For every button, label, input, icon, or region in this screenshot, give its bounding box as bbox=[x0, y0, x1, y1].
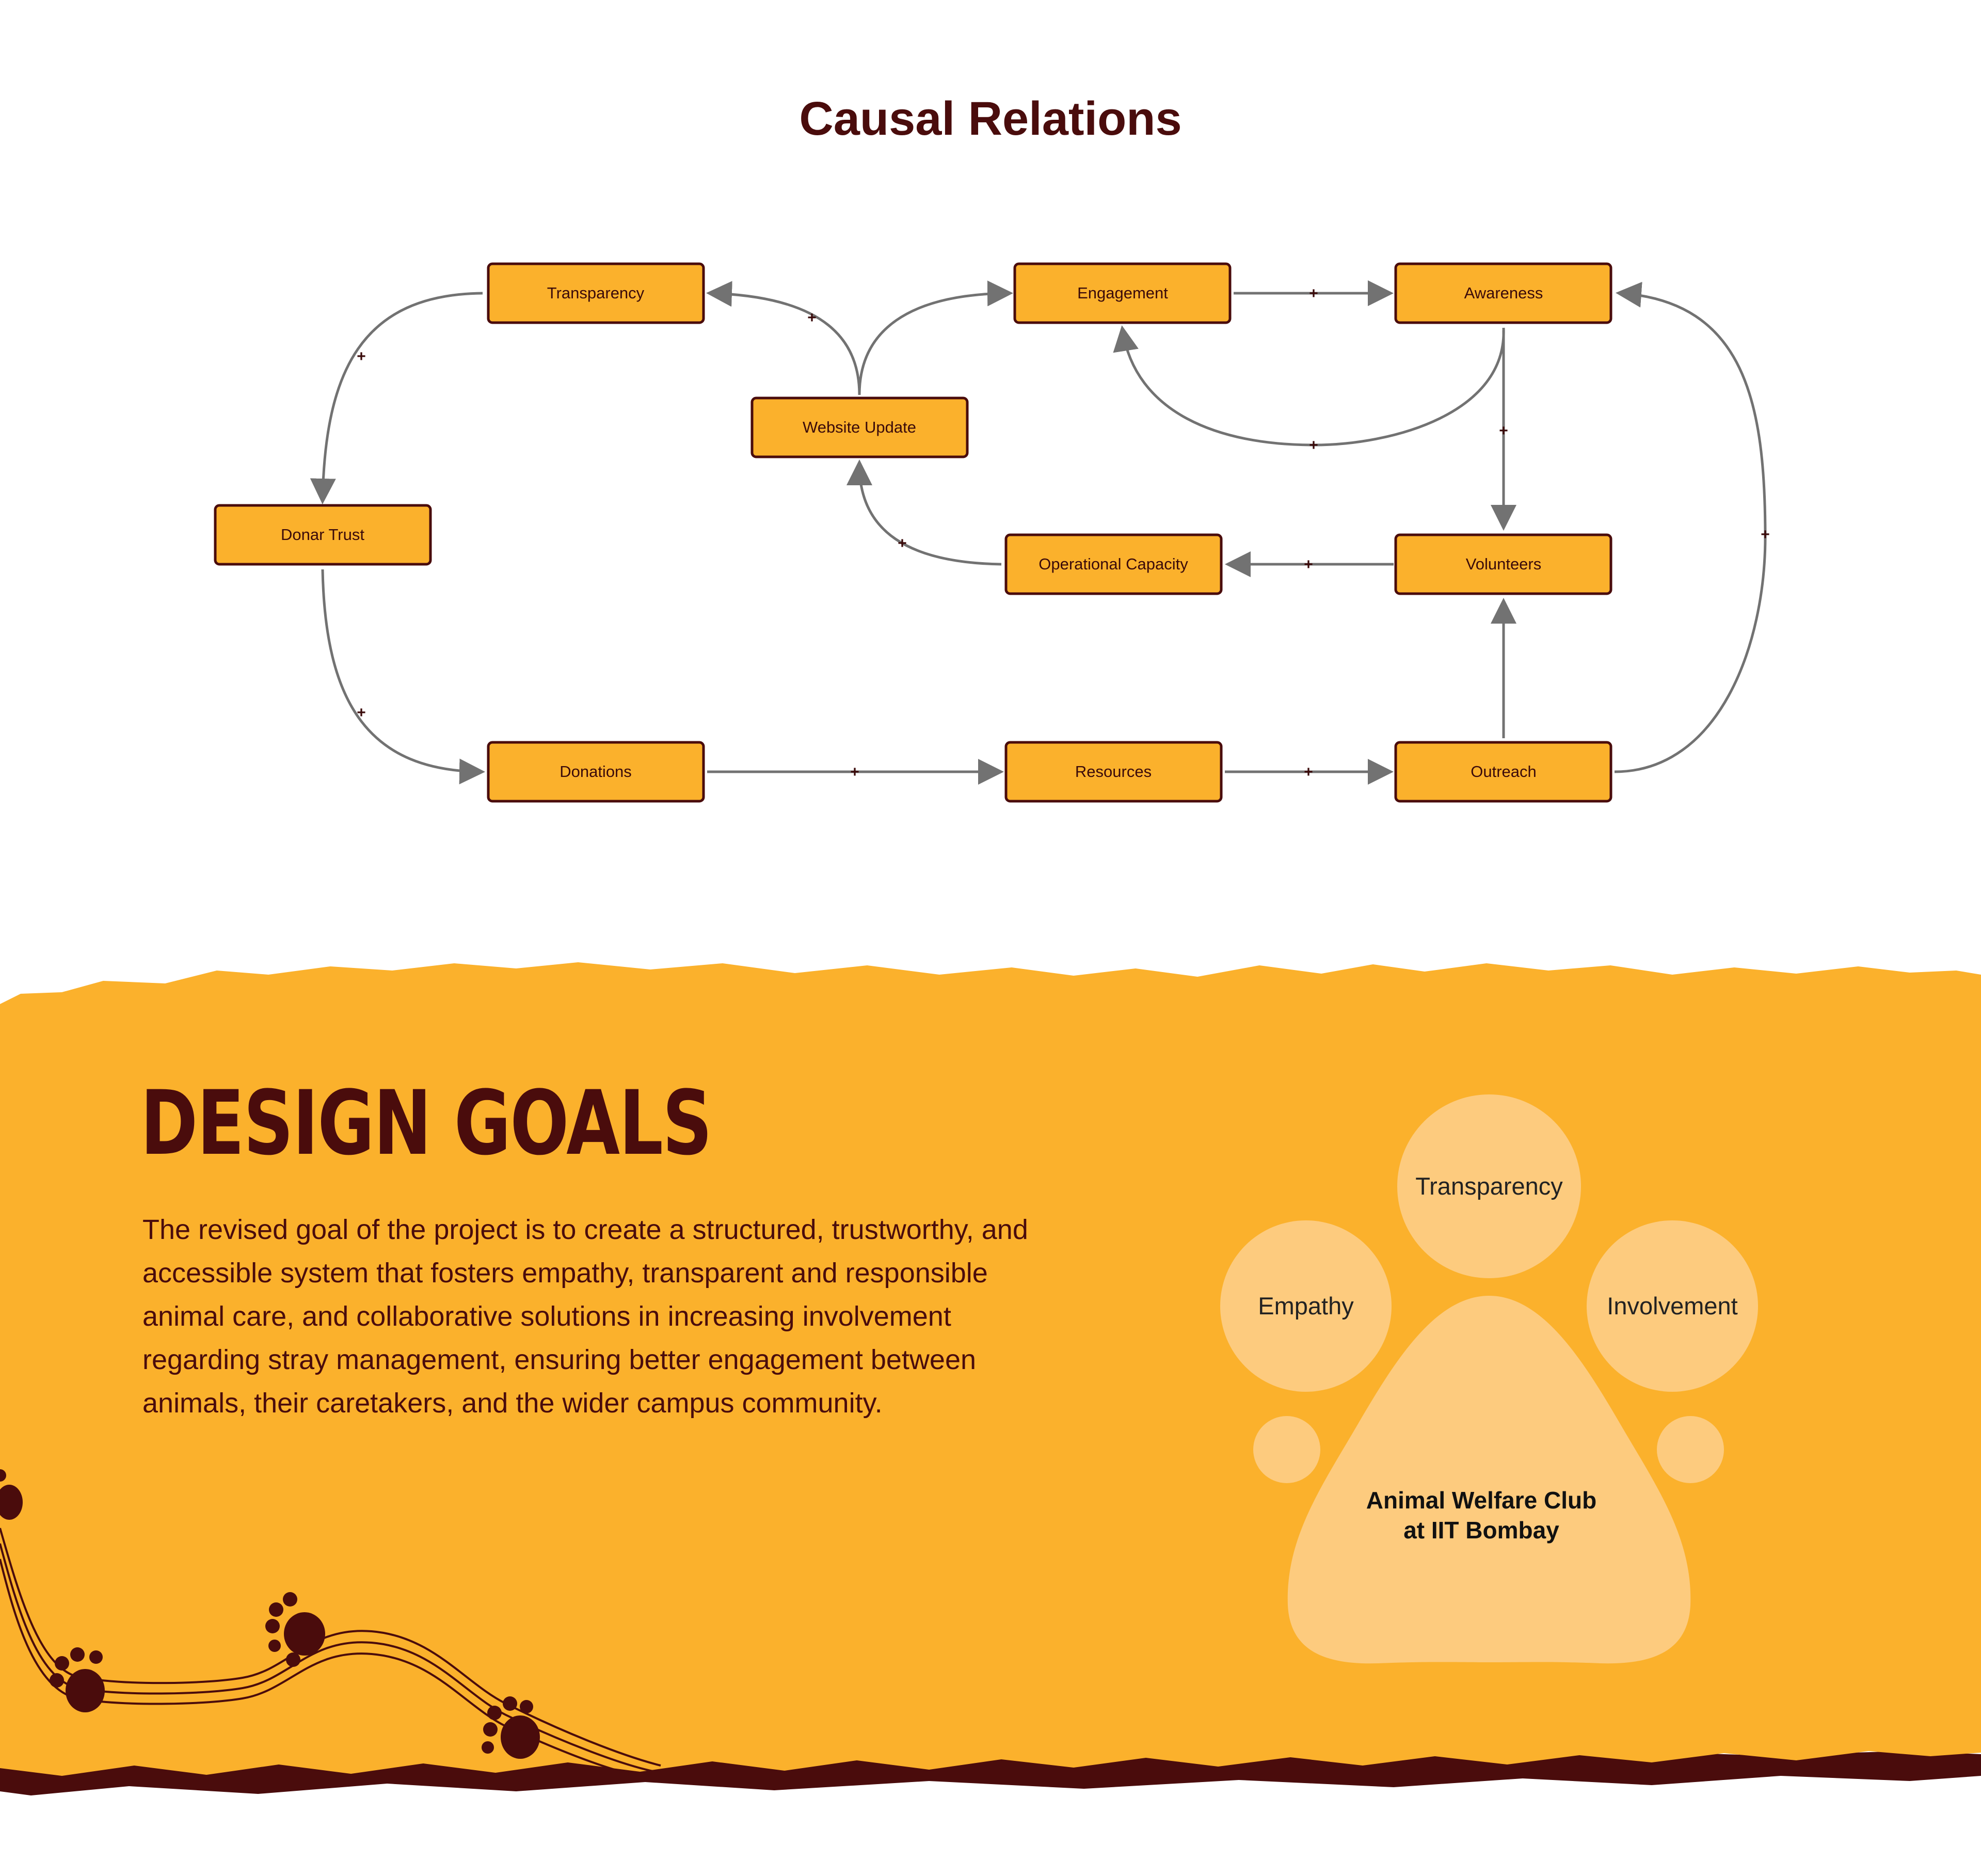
design-goals-heading: DESIGN GOALS bbox=[140, 1071, 712, 1175]
edge-sign: + bbox=[1499, 422, 1508, 439]
svg-text:Donations: Donations bbox=[560, 762, 632, 781]
svg-text:Donar Trust: Donar Trust bbox=[281, 526, 364, 544]
edge-donar-trust-donations bbox=[321, 569, 485, 785]
node-donations: Donations bbox=[487, 741, 705, 803]
edge-transparency-donar-trust bbox=[310, 292, 483, 504]
node-website-update: Website Update bbox=[750, 396, 969, 458]
node-operational-capacity: Operational Capacity bbox=[1004, 533, 1223, 595]
goal-label-transparency: Transparency bbox=[1415, 1172, 1563, 1200]
paw-print-icon bbox=[265, 1592, 325, 1667]
edge-sign: + bbox=[1309, 285, 1318, 302]
edge-sign: + bbox=[1304, 556, 1313, 573]
edge-awareness-engagement bbox=[1113, 325, 1505, 447]
design-goals-description: The revised goal of the project is to cr… bbox=[142, 1214, 1028, 1419]
club-name-line1: Animal Welfare Club bbox=[1366, 1487, 1596, 1514]
small-toe bbox=[1657, 1416, 1724, 1483]
edge-sign: + bbox=[1761, 526, 1770, 543]
edge-sign: + bbox=[807, 309, 817, 326]
edge-operational-capacity-website-update bbox=[846, 459, 1002, 566]
node-donar-trust: Donar Trust bbox=[214, 504, 432, 566]
goal-circle-involvement bbox=[1587, 1220, 1758, 1392]
edge-sign: + bbox=[357, 704, 366, 721]
paw-print-icon bbox=[0, 1469, 23, 1520]
node-awareness: Awareness bbox=[1394, 262, 1612, 324]
edge-website-update-engagement bbox=[858, 280, 1013, 395]
svg-text:Resources: Resources bbox=[1075, 762, 1152, 781]
goal-circle-transparency bbox=[1397, 1094, 1581, 1278]
paw-pad bbox=[1287, 1296, 1691, 1664]
paw-print-icon bbox=[50, 1647, 105, 1712]
svg-text:Engagement: Engagement bbox=[1077, 284, 1168, 302]
design-goals-band: Transparency Empathy Involvement Animal … bbox=[0, 962, 1981, 1795]
svg-text:Awareness: Awareness bbox=[1464, 284, 1543, 302]
paw-print-icon bbox=[482, 1696, 540, 1759]
edge-outreach-awareness bbox=[1614, 281, 1767, 773]
edge-sign: + bbox=[850, 764, 859, 781]
paw-goals-graphic: Transparency Empathy Involvement Animal … bbox=[1220, 1094, 1758, 1664]
small-toe bbox=[1253, 1416, 1320, 1483]
edge-sign: + bbox=[1309, 437, 1318, 454]
edge-sign: + bbox=[357, 348, 366, 365]
svg-text:Operational Capacity: Operational Capacity bbox=[1039, 555, 1188, 573]
svg-text:Website Update: Website Update bbox=[803, 418, 916, 436]
node-volunteers: Volunteers bbox=[1394, 533, 1612, 595]
goal-label-involvement: Involvement bbox=[1607, 1292, 1737, 1319]
svg-text:Outreach: Outreach bbox=[1471, 762, 1537, 781]
node-resources: Resources bbox=[1004, 741, 1223, 803]
goal-circle-empathy bbox=[1220, 1220, 1392, 1392]
club-name-line2: at IIT Bombay bbox=[1403, 1517, 1559, 1544]
node-engagement: Engagement bbox=[1013, 262, 1232, 324]
node-transparency: Transparency bbox=[487, 262, 705, 324]
svg-text:Volunteers: Volunteers bbox=[1466, 555, 1542, 573]
edge-sign: + bbox=[898, 535, 907, 552]
node-outreach: Outreach bbox=[1394, 741, 1612, 803]
svg-text:Transparency: Transparency bbox=[547, 284, 645, 302]
edge-website-update-transparency bbox=[706, 281, 861, 395]
causal-loop-diagram: + + + + + + + + + + + Transparency Engag… bbox=[214, 262, 1770, 803]
goal-label-empathy: Empathy bbox=[1258, 1292, 1354, 1319]
diagram-title: Causal Relations bbox=[799, 92, 1182, 145]
edge-sign: + bbox=[1304, 764, 1313, 781]
